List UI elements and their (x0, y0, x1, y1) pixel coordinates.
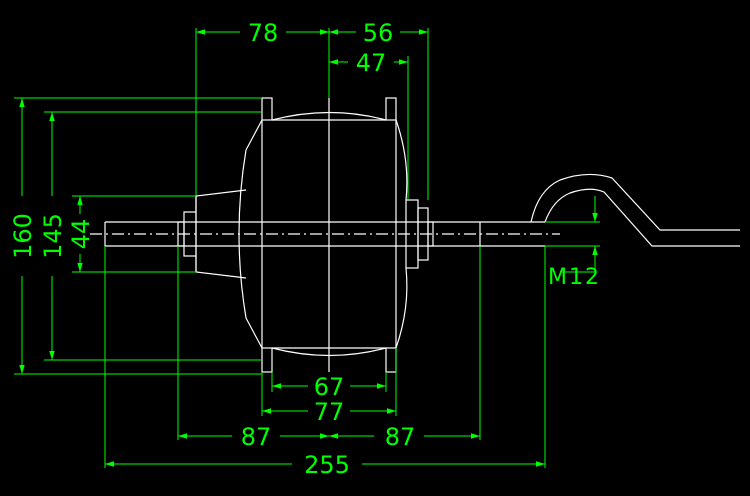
dimension-87-pair (177, 246, 481, 440)
dimension-160 (14, 97, 262, 375)
motor-outline (90, 97, 740, 373)
dimension-47-label: 47 (356, 49, 387, 77)
dimension-56-label: 56 (363, 19, 394, 47)
thread-label: M12 (548, 265, 601, 290)
dimension-255-label: 255 (304, 451, 350, 479)
dimension-145-label: 145 (39, 213, 67, 259)
thread-callout (545, 196, 600, 273)
dimension-87-left-label: 87 (241, 423, 272, 451)
dimension-160-label: 160 (9, 213, 37, 259)
dimension-44 (72, 195, 196, 273)
dimension-56 (329, 28, 429, 200)
dimension-77 (261, 348, 397, 416)
cable (530, 173, 740, 247)
axle (90, 221, 560, 247)
right-nut (405, 199, 434, 269)
dimension-145 (44, 111, 262, 361)
hub-shell (238, 97, 408, 373)
dimension-78-label: 78 (248, 19, 279, 47)
dimension-255 (104, 246, 546, 468)
dimension-44-label: 44 (67, 219, 95, 250)
dimension-67-label: 67 (314, 373, 345, 401)
dimension-77-label: 77 (314, 398, 345, 426)
dimension-47 (329, 56, 409, 200)
dimension-67 (271, 372, 387, 392)
dimension-87-right-label: 87 (385, 423, 416, 451)
